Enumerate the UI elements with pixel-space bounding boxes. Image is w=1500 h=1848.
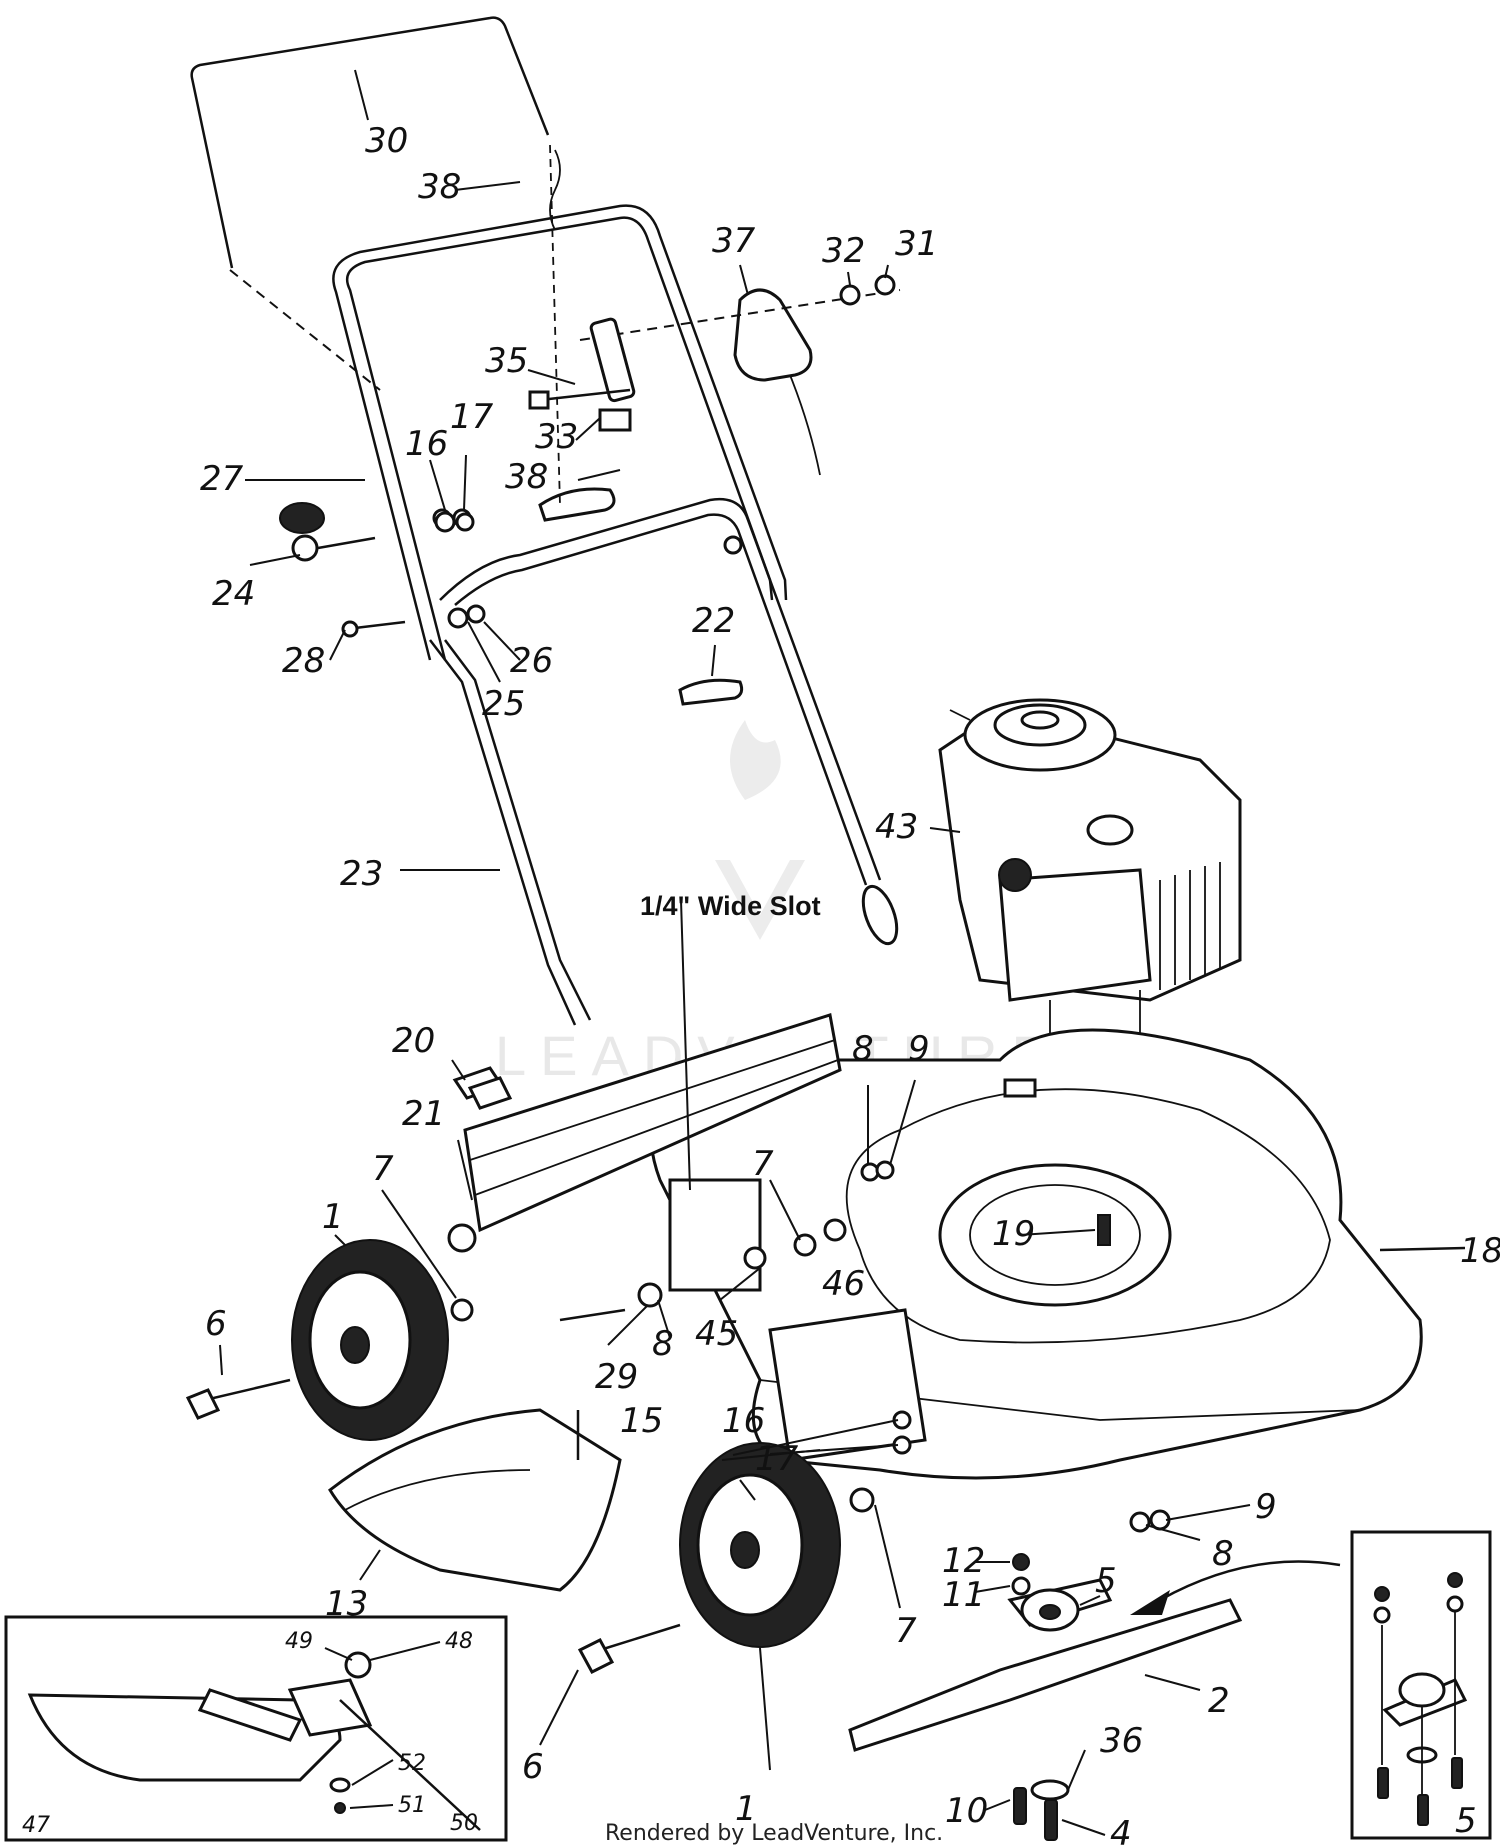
slot-note: 1/4" Wide Slot — [640, 891, 821, 921]
rear-left-wheel — [185, 1239, 449, 1441]
detail-inset-deflector — [4, 1615, 508, 1842]
detail-inset-blade-adapter — [1350, 1530, 1492, 1840]
footer-credit: Rendered by LeadVenture, Inc. — [605, 1821, 943, 1846]
callout-5-inset: 5 — [1455, 1801, 1477, 1841]
callout-5: 5 — [1095, 1561, 1117, 1601]
detail-arrowhead — [1130, 1590, 1170, 1615]
callout-37: 37 — [712, 221, 756, 261]
callout-25: 25 — [482, 684, 525, 724]
callout-17: 17 — [450, 397, 494, 437]
grass-deflector — [328, 1408, 622, 1592]
callout-35: 35 — [485, 341, 528, 381]
callout-11: 11 — [942, 1575, 985, 1615]
callout-22: 22 — [692, 601, 735, 641]
callout-13: 13 — [325, 1584, 368, 1624]
callout-9-upper: 9 — [908, 1029, 930, 1069]
front-wheel — [577, 1442, 875, 1674]
callout-7-front: 7 — [895, 1611, 917, 1651]
callout-38b: 38 — [505, 457, 548, 497]
callout-6-rear: 6 — [205, 1304, 227, 1344]
blade-assembly — [848, 1553, 1243, 1841]
callout-1-front: 1 — [735, 1789, 757, 1829]
callout-48: 48 — [445, 1629, 473, 1654]
rear-flap — [447, 1013, 842, 1253]
callout-52: 52 — [398, 1751, 426, 1776]
callout-labels: 30 38 37 32 31 35 33 38 27 16 17 24 28 2… — [22, 121, 1500, 1848]
callout-46: 46 — [822, 1264, 865, 1304]
callout-27: 27 — [200, 459, 244, 499]
callout-8-center: 8 — [652, 1324, 674, 1364]
callout-33: 33 — [535, 417, 578, 457]
callout-21: 21 — [402, 1094, 445, 1134]
hardware — [434, 511, 1171, 1533]
callout-24: 24 — [212, 574, 255, 614]
bracket-assembly — [528, 144, 636, 522]
callout-7-left: 7 — [372, 1149, 394, 1189]
callout-32: 32 — [822, 231, 865, 271]
callout-23: 23 — [340, 854, 383, 894]
callout-36: 36 — [1100, 1721, 1143, 1761]
callout-28: 28 — [282, 641, 325, 681]
callout-8-upper: 8 — [852, 1029, 874, 1069]
lower-handle — [429, 497, 899, 1026]
callout-8-lower: 8 — [1212, 1534, 1234, 1574]
engine — [938, 698, 1242, 1420]
callout-17-deck: 17 — [755, 1439, 799, 1479]
leader-lines — [219, 69, 1251, 1836]
callout-38: 38 — [418, 167, 461, 207]
callout-19: 19 — [992, 1214, 1035, 1254]
callout-6-front: 6 — [522, 1747, 544, 1787]
callout-16-deck: 16 — [722, 1401, 765, 1441]
callout-51: 51 — [398, 1793, 426, 1818]
callout-30: 30 — [365, 121, 408, 161]
throttle-control — [579, 274, 901, 476]
callout-9-lower: 9 — [1255, 1487, 1277, 1527]
callout-20: 20 — [392, 1021, 435, 1061]
callout-12: 12 — [942, 1541, 985, 1581]
callout-10: 10 — [945, 1791, 988, 1831]
callout-26: 26 — [510, 641, 553, 681]
callout-1-rear: 1 — [322, 1197, 344, 1237]
callout-43: 43 — [875, 807, 918, 847]
callout-2: 2 — [1208, 1681, 1230, 1721]
upper-handle — [190, 16, 788, 661]
callout-4: 4 — [1110, 1814, 1132, 1848]
callout-45: 45 — [695, 1314, 738, 1354]
callout-31: 31 — [895, 224, 938, 264]
callout-50: 50 — [450, 1811, 478, 1836]
callout-49: 49 — [285, 1629, 313, 1654]
callout-15: 15 — [620, 1401, 663, 1441]
callout-47: 47 — [22, 1813, 50, 1838]
callout-16: 16 — [405, 424, 448, 464]
callout-7-center: 7 — [752, 1144, 774, 1184]
handle-knob — [279, 502, 406, 638]
callout-29: 29 — [595, 1357, 638, 1397]
detail-arrow — [1159, 1560, 1341, 1602]
callout-18: 18 — [1460, 1231, 1500, 1271]
